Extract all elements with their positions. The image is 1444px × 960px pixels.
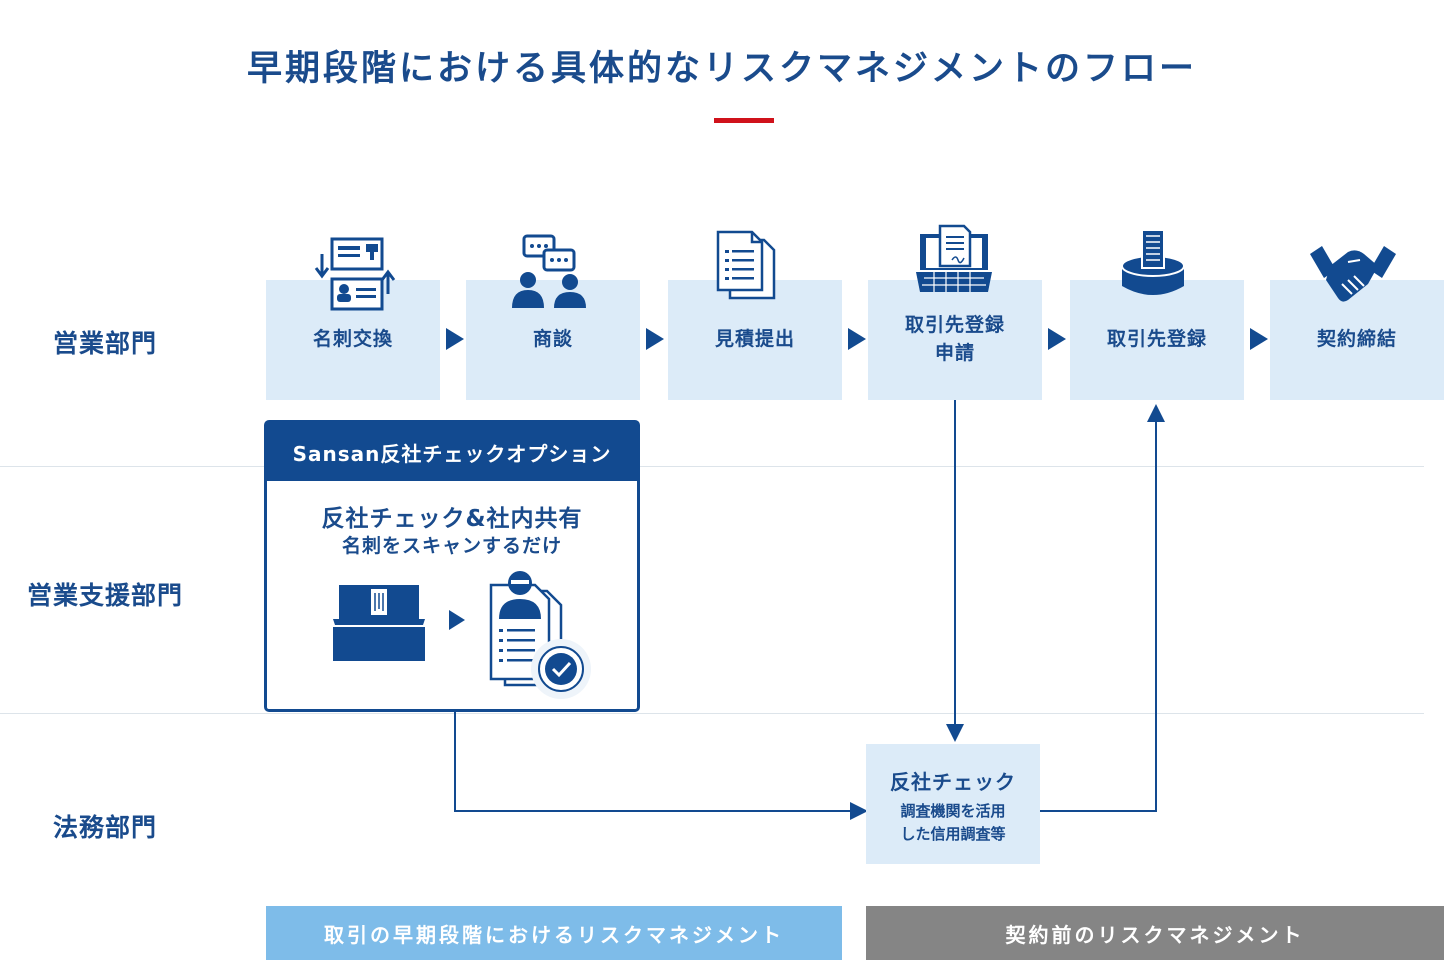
dept-label-sales-support: 営業支援部門	[26, 581, 183, 610]
document-icon	[716, 230, 776, 300]
sansan-option-box: Sansan反社チェックオプション 反社チェック&社内共有 名刺をスキャンするだ…	[264, 420, 640, 712]
lane-divider	[0, 466, 1424, 467]
sansan-option-header: Sansan反社チェックオプション	[267, 423, 637, 481]
band-pre-contract-risk-management: 契約前のリスクマネジメント	[866, 906, 1444, 960]
arrow-head-right	[1048, 328, 1066, 350]
legal-check-detail: 調査機関を活用 した信用調査等	[900, 802, 1006, 843]
lane-divider	[0, 713, 1424, 714]
arrow-head-down	[946, 724, 964, 742]
connector-line	[454, 712, 852, 812]
profile-check-icon	[489, 571, 591, 699]
step-label: 商談	[532, 328, 573, 351]
step-label: 取引先登録 申請	[904, 314, 1005, 364]
step-quote-submission: 見積提出	[668, 280, 842, 400]
sansan-option-headline: 反社チェック&社内共有	[321, 506, 583, 532]
arrow-head-up	[1147, 404, 1165, 422]
meeting-chat-icon	[512, 234, 586, 308]
dept-label-sales: 営業部門	[52, 329, 157, 358]
page-title: 早期段階における具体的なリスクマネジメントのフロー	[246, 49, 1197, 89]
step-label: 契約締結	[1316, 328, 1397, 351]
step-contract: 契約締結	[1270, 280, 1444, 400]
building-database-icon	[1121, 229, 1185, 295]
legal-check-box: 反社チェック 調査機関を活用 した信用調査等	[866, 744, 1040, 864]
arrow-head-right	[848, 328, 866, 350]
step-client-registration: 取引先登録	[1070, 280, 1244, 400]
step-negotiation: 商談	[466, 280, 640, 400]
handshake-icon	[1310, 246, 1396, 302]
step-label: 取引先登録	[1106, 328, 1207, 351]
step-business-card-exchange: 名刺交換	[266, 280, 440, 400]
band-early-risk-management: 取引の早期段階におけるリスクマネジメント	[266, 906, 842, 960]
dept-label-legal: 法務部門	[52, 813, 157, 842]
arrow-right-icon	[449, 610, 465, 630]
arrow-head-right	[446, 328, 464, 350]
laptop-document-icon	[916, 224, 992, 292]
title-accent-line	[714, 118, 774, 123]
connector-line	[1040, 420, 1157, 812]
step-label: 見積提出	[714, 328, 795, 351]
arrow-head-right	[850, 802, 868, 820]
step-label: 名刺交換	[312, 328, 393, 351]
arrow-head-right	[1250, 328, 1268, 350]
step-registration-request: 取引先登録 申請	[868, 280, 1042, 400]
arrow-head-right	[646, 328, 664, 350]
sansan-option-subline: 名刺をスキャンするだけ	[341, 535, 562, 557]
legal-check-title: 反社チェック	[890, 770, 1016, 794]
scanner-icon	[333, 585, 425, 661]
business-card-exchange-icon	[314, 237, 396, 311]
